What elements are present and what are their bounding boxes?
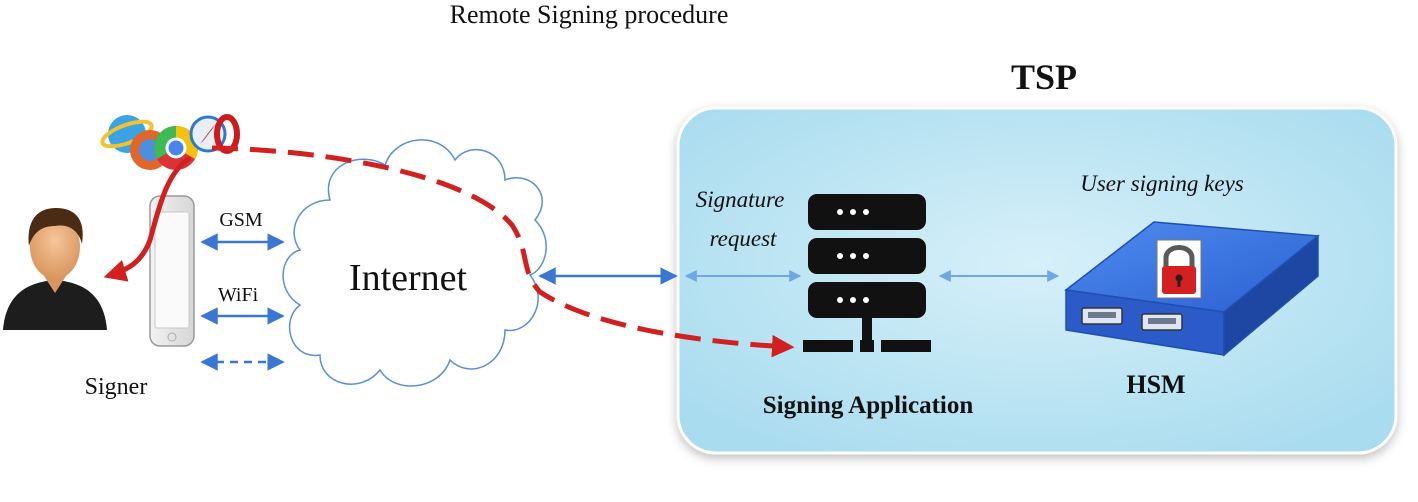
signature-request-line2: request — [710, 226, 777, 251]
internet-label: Internet — [349, 257, 468, 299]
hsm-label: HSM — [1126, 370, 1185, 399]
server-icon — [803, 194, 931, 352]
signing-application-label: Signing Application — [763, 392, 974, 419]
browser-icons — [100, 114, 240, 170]
gsm-label: GSM — [219, 209, 263, 231]
response-flow-arrow — [103, 155, 192, 282]
diagram-title: Remote Signing procedure — [450, 0, 729, 29]
padlock-icon — [1156, 239, 1202, 299]
wifi-label: WiFi — [218, 284, 259, 306]
signer-label: Signer — [85, 374, 148, 400]
user-signing-keys-label: User signing keys — [1080, 171, 1244, 196]
tsp-label: TSP — [1011, 57, 1077, 97]
smartphone-icon — [149, 195, 195, 347]
request-flow-arrow — [211, 145, 795, 358]
signature-request-line1: Signature — [696, 187, 785, 212]
user-avatar-icon — [3, 208, 107, 330]
